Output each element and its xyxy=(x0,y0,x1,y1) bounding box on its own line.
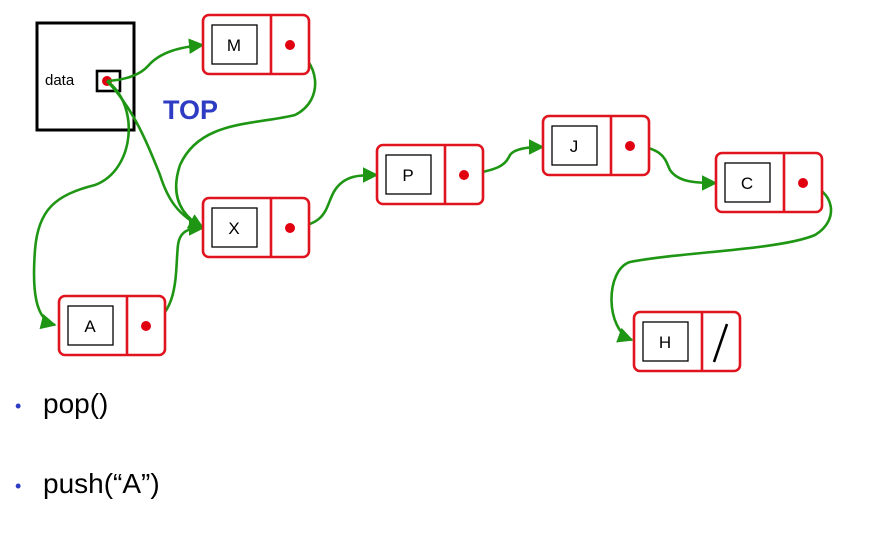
next-pointer-dot xyxy=(798,178,808,188)
node-value: H xyxy=(659,333,671,352)
links xyxy=(32,38,833,343)
node-value: C xyxy=(741,174,753,193)
link-data-to-A xyxy=(32,79,131,330)
data-variable: data xyxy=(35,21,136,132)
top-label: TOP xyxy=(163,95,218,125)
link-M-to-X xyxy=(174,44,317,230)
operation-item: • pop() xyxy=(15,388,160,468)
node-value-box xyxy=(642,321,689,362)
node-x: X xyxy=(201,196,311,259)
operation-text: push(“A”) xyxy=(43,468,160,499)
node-value: J xyxy=(570,137,579,156)
node-value-box xyxy=(724,162,771,203)
node-p: P xyxy=(375,143,485,206)
node-value-box xyxy=(385,154,432,195)
data-variable-label: data xyxy=(45,72,75,89)
node-c: C xyxy=(714,151,824,214)
node-m: M xyxy=(201,13,311,76)
node-value-box xyxy=(551,125,598,166)
node-value-box xyxy=(211,207,258,248)
next-pointer-dot xyxy=(285,223,295,233)
operations-list: • pop() • push(“A”) xyxy=(15,388,160,548)
linked-stack-diagram: data TOP M X A P J C H xyxy=(32,13,833,373)
bullet-icon: • xyxy=(15,476,22,496)
link-X-to-P xyxy=(289,167,379,230)
node-value: P xyxy=(402,166,413,185)
node-j: J xyxy=(541,114,651,177)
node-h: H xyxy=(632,310,742,373)
link-data-to-X xyxy=(106,80,205,230)
link-P-to-J xyxy=(464,139,545,177)
next-pointer-dot xyxy=(141,321,151,331)
node-value-box xyxy=(67,305,114,346)
next-pointer-dot xyxy=(625,141,635,151)
next-pointer-dot xyxy=(459,170,469,180)
next-pointer-dot xyxy=(285,40,295,50)
bullet-icon: • xyxy=(15,396,22,416)
node-value-box xyxy=(211,24,258,65)
node-value: A xyxy=(84,317,96,336)
link-C-to-H xyxy=(610,181,833,343)
link-J-to-C xyxy=(630,143,718,191)
operation-item: • push(“A”) xyxy=(15,468,160,548)
operation-text: pop() xyxy=(43,388,109,419)
node-value: M xyxy=(227,36,241,55)
null-pointer-slash xyxy=(712,323,729,363)
nodes: M X A P J C H xyxy=(57,13,824,373)
node-value: X xyxy=(228,219,239,238)
node-a: A xyxy=(57,294,167,357)
link-data-to-M xyxy=(106,38,205,83)
